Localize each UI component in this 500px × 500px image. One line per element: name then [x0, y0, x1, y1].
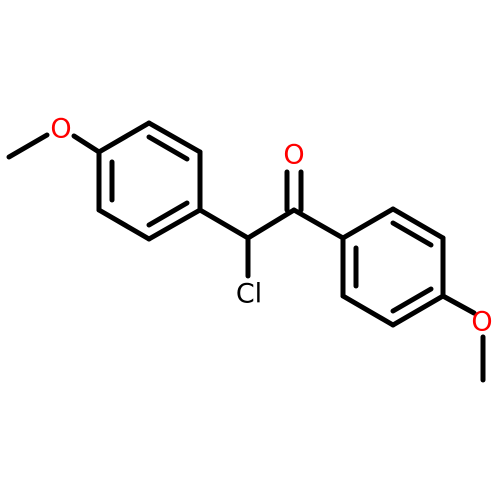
bond-ring-oxygen-right: [440, 293, 477, 316]
left-ring-bond: [146, 207, 203, 242]
right-ring-bond: [340, 293, 396, 328]
right-ring-bond: [390, 206, 446, 241]
left-ring-bond: [96, 120, 152, 155]
central-chain: [197, 169, 346, 279]
right-ring-bond: [340, 206, 396, 241]
oxygen-atom-label-right: O: [471, 307, 492, 338]
oxygen-atom-label-left: O: [50, 114, 71, 145]
right-benzene-ring: [340, 206, 446, 328]
left-ring-bond: [146, 120, 203, 155]
bond-chclcarbon-carbonylcarbon: [245, 207, 297, 241]
right-ring-inner-bond: [390, 220, 434, 248]
left-benzene-ring: [96, 120, 203, 242]
bond-carbonyl-to-ring: [291, 207, 346, 241]
bond-methyl-oxygen-left: [6, 132, 50, 160]
right-methoxy-group: [440, 293, 486, 383]
right-ring-bond: [390, 293, 446, 328]
bond-ring-to-chclcarbon: [197, 207, 251, 241]
left-ring-bond: [96, 207, 152, 242]
left-methoxy-group: [6, 132, 102, 160]
left-ring-inner-bond: [146, 200, 190, 228]
carbonyl-oxygen-atom-label: O: [283, 140, 304, 171]
chlorine-atom-label: Cl: [236, 279, 262, 310]
left-ring-inner-bond: [146, 134, 190, 162]
bond-oxygen-ring-left: [71, 133, 102, 155]
right-ring-inner-bond: [390, 286, 434, 314]
